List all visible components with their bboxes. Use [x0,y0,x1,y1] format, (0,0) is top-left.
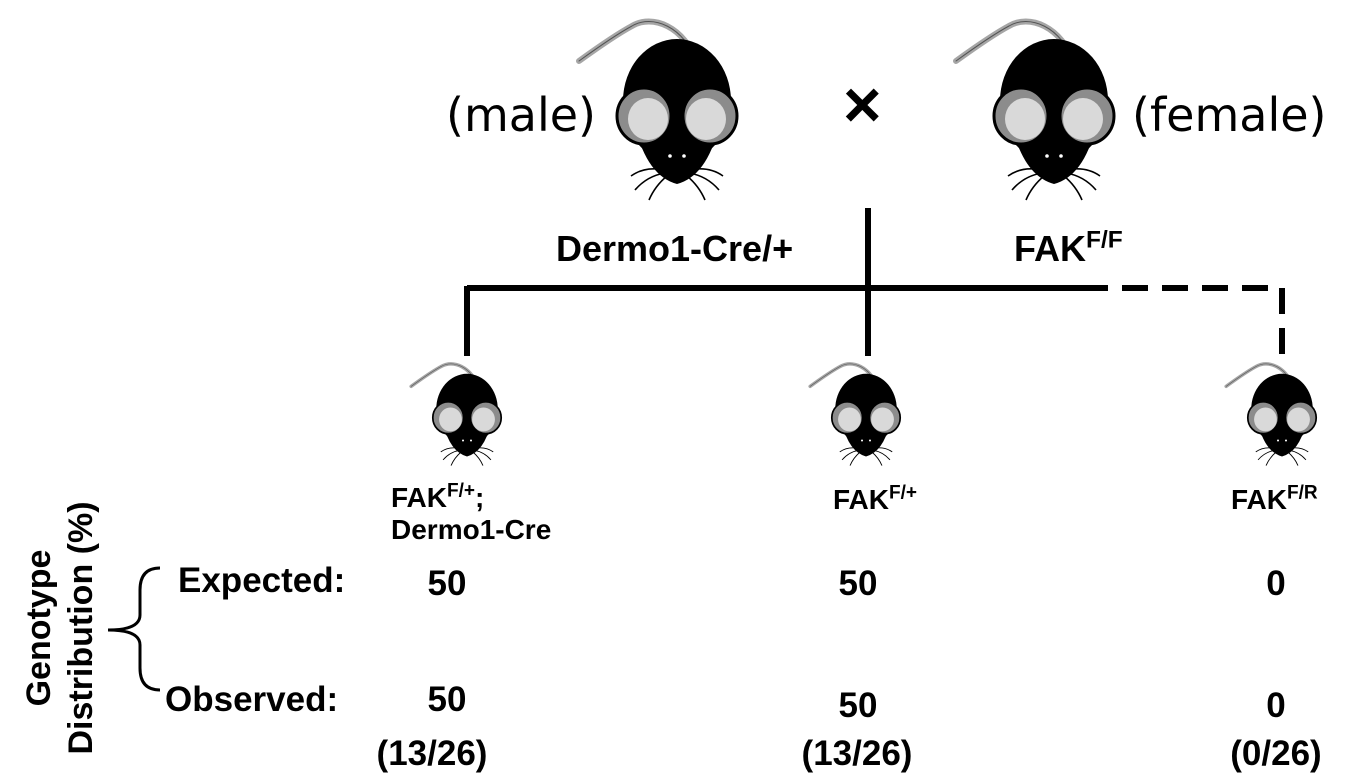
offspring-3-observed-fraction: (0/26) [1230,734,1322,773]
offspring-3-genotype: FAKF/R [1231,484,1318,516]
male-genotype: Dermo1-Cre/+ [556,228,794,269]
offspring-2-observed-fraction: (13/26) [801,734,913,773]
offspring-3-genotype-sup: F/R [1287,482,1318,504]
offspring-2-genotype-base: FAK [833,484,889,515]
offspring-3-genotype-base: FAK [1231,484,1287,515]
offspring-2-genotype-sup: F/+ [889,482,918,504]
offspring-1-observed-fraction: (13/26) [376,734,488,773]
expected-row-label: Expected: [178,561,346,600]
offspring-3-expected-value: 0 [1266,564,1286,603]
female-genotype-sup: F/F [1086,226,1123,254]
female-genotype-base: FAK [1014,228,1086,269]
offspring-2-expected-value: 50 [838,564,878,603]
axis-label: Genotype Distribution (%) [18,501,102,754]
male-mouse-icon [579,22,737,200]
offspring-1-observed-value: 50 [427,680,467,719]
offspring-3-observed-value: 0 [1266,686,1286,725]
pedigree-lines [464,208,1285,356]
offspring-1-expected-value: 50 [427,564,467,603]
female-genotype: FAKF/F [1014,228,1123,270]
female-label: (female) [1132,88,1327,142]
offspring-1-mouse-icon [409,362,503,468]
axis-label-line1: Genotype [20,549,58,707]
offspring-2-observed-value: 50 [838,686,878,725]
offspring-1-genotype-sup: F/+ [447,480,476,502]
offspring-2-mouse-icon [808,362,902,468]
female-mouse-icon [956,22,1114,200]
offspring-1-genotype-suffix: ; [475,482,485,513]
offspring-1-genotype-line2: Dermo1-Cre [391,514,552,545]
offspring-3-mouse-icon [1224,362,1318,468]
offspring-1-genotype: FAKF/+; Dermo1-Cre [391,482,551,546]
male-label: (male) [446,88,596,142]
offspring-1-genotype-base: FAK [391,482,447,513]
observed-row-label: Observed: [165,680,339,719]
axis-label-container: Genotype Distribution (%) [0,0,120,781]
curly-brace-icon [107,566,161,692]
offspring-2-genotype: FAKF/+ [833,484,917,516]
cross-symbol: × [843,67,882,141]
axis-label-line2: Distribution (%) [62,501,100,755]
